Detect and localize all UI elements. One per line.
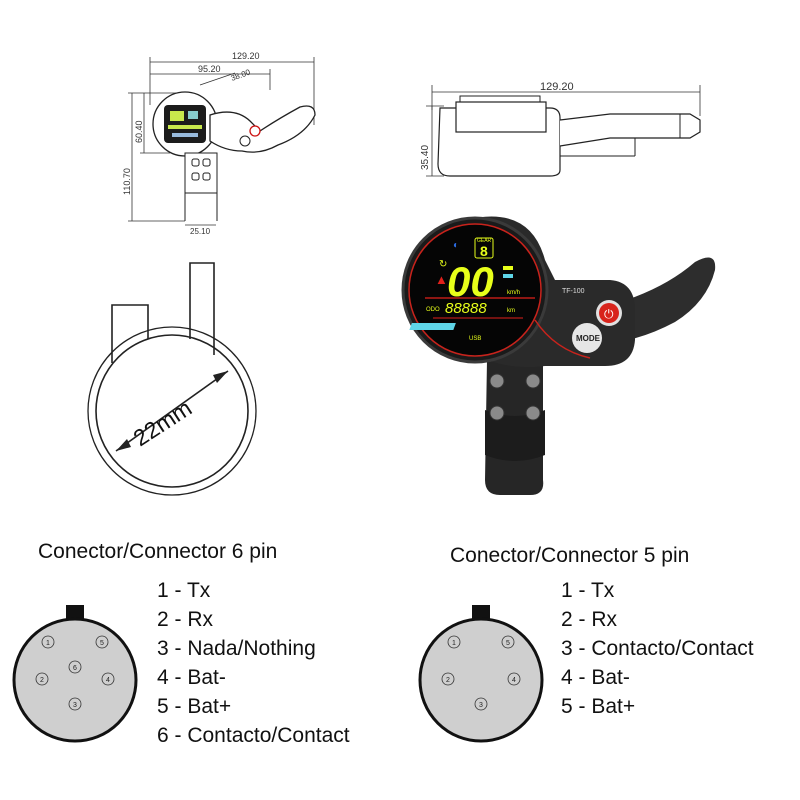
power-icon: ⏻ — [604, 307, 614, 321]
c5-pin-5: 5 — [506, 640, 510, 647]
dim-left-inner: 60.40 — [134, 120, 144, 143]
warning-icon: ▲ — [435, 272, 448, 287]
clamp-diameter-label: 22mm — [129, 395, 197, 452]
clamp-diameter-diagram: 22mm — [87, 262, 257, 496]
c6-pin-6: 6 — [73, 665, 77, 672]
connector5-pin-item: 3 - Contacto/Contact — [561, 637, 754, 660]
connector6-title: Conector/Connector 6 pin — [38, 540, 278, 563]
usb-label: USB — [469, 336, 481, 342]
c5-pin-3: 3 — [479, 702, 483, 709]
odo-label: ODO — [426, 307, 440, 313]
gear-value: 8 — [480, 243, 488, 259]
cruise-icon: ↻ — [439, 259, 447, 270]
c6-pin-3: 3 — [73, 702, 77, 709]
connector5-pin-item: 4 - Bat- — [561, 666, 630, 689]
throttle-lever — [617, 257, 716, 342]
connector6-pin-item: 4 - Bat- — [157, 666, 226, 689]
connector6-pin-item: 6 - Contacto/Contact — [157, 724, 350, 747]
dim-left-outer: 110.70 — [122, 168, 132, 195]
dim-side-height: 35.40 — [420, 145, 431, 170]
side-technical-drawing: 129.20 35.40 — [420, 81, 701, 177]
connector5-title: Conector/Connector 5 pin — [450, 544, 690, 567]
c6-pin-4: 4 — [106, 677, 110, 684]
speed-value: 00 — [447, 258, 494, 305]
connector6-pin-item: 2 - Rx — [157, 608, 214, 631]
mode-button-label: MODE — [576, 334, 601, 343]
dim-top-width: 129.20 — [232, 51, 260, 61]
connector6-pin-list: 1 - Tx 2 - Rx 3 - Nada/Nothing 4 - Bat- … — [157, 576, 350, 750]
c5-pin-2: 2 — [446, 677, 450, 684]
dim-top-inner: 95.20 — [198, 64, 221, 74]
c5-pin-4: 4 — [512, 677, 516, 684]
gear-label: GEAR — [477, 238, 492, 244]
c6-pin-1: 1 — [46, 640, 50, 647]
connector6-diagram: 1 2 3 4 5 6 — [12, 605, 138, 743]
c5-pin-1: 1 — [452, 640, 456, 647]
dim-top-diag: 38.00 — [230, 67, 252, 82]
power-button[interactable] — [599, 303, 619, 323]
connector5-pin-item: 1 - Tx — [561, 579, 615, 602]
headlight-icon: ◐ — [453, 240, 459, 251]
c6-pin-2: 2 — [40, 677, 44, 684]
connector5-pin-item: 2 - Rx — [561, 608, 618, 631]
odo-unit: km — [507, 308, 515, 314]
model-label: TF-100 — [562, 288, 585, 295]
connector6-pin-item: 3 - Nada/Nothing — [157, 637, 316, 660]
dim-side-width: 129.20 — [540, 81, 574, 93]
dim-bottom-small: 25.10 — [190, 227, 211, 236]
connector5-pin-list: 1 - Tx 2 - Rx 3 - Contacto/Contact 4 - B… — [561, 576, 754, 721]
mode-button[interactable] — [572, 323, 602, 353]
c6-pin-5: 5 — [100, 640, 104, 647]
speed-unit: km/h — [507, 290, 520, 296]
front-technical-drawing: 129.20 95.20 38.00 110.70 60.40 25.10 — [122, 51, 316, 236]
connector6-pin-item: 1 - Tx — [157, 579, 211, 602]
connector6-pin-item: 5 - Bat+ — [157, 695, 232, 718]
odo-value: 88888 — [445, 300, 487, 317]
connector5-diagram: 1 2 3 4 5 — [418, 605, 544, 743]
device-photo: GEAR 8 ◐ ↻ ▲ 00 km/h ODO 88888 km USB TF… — [401, 216, 716, 495]
connector5-pin-item: 5 - Bat+ — [561, 695, 636, 718]
